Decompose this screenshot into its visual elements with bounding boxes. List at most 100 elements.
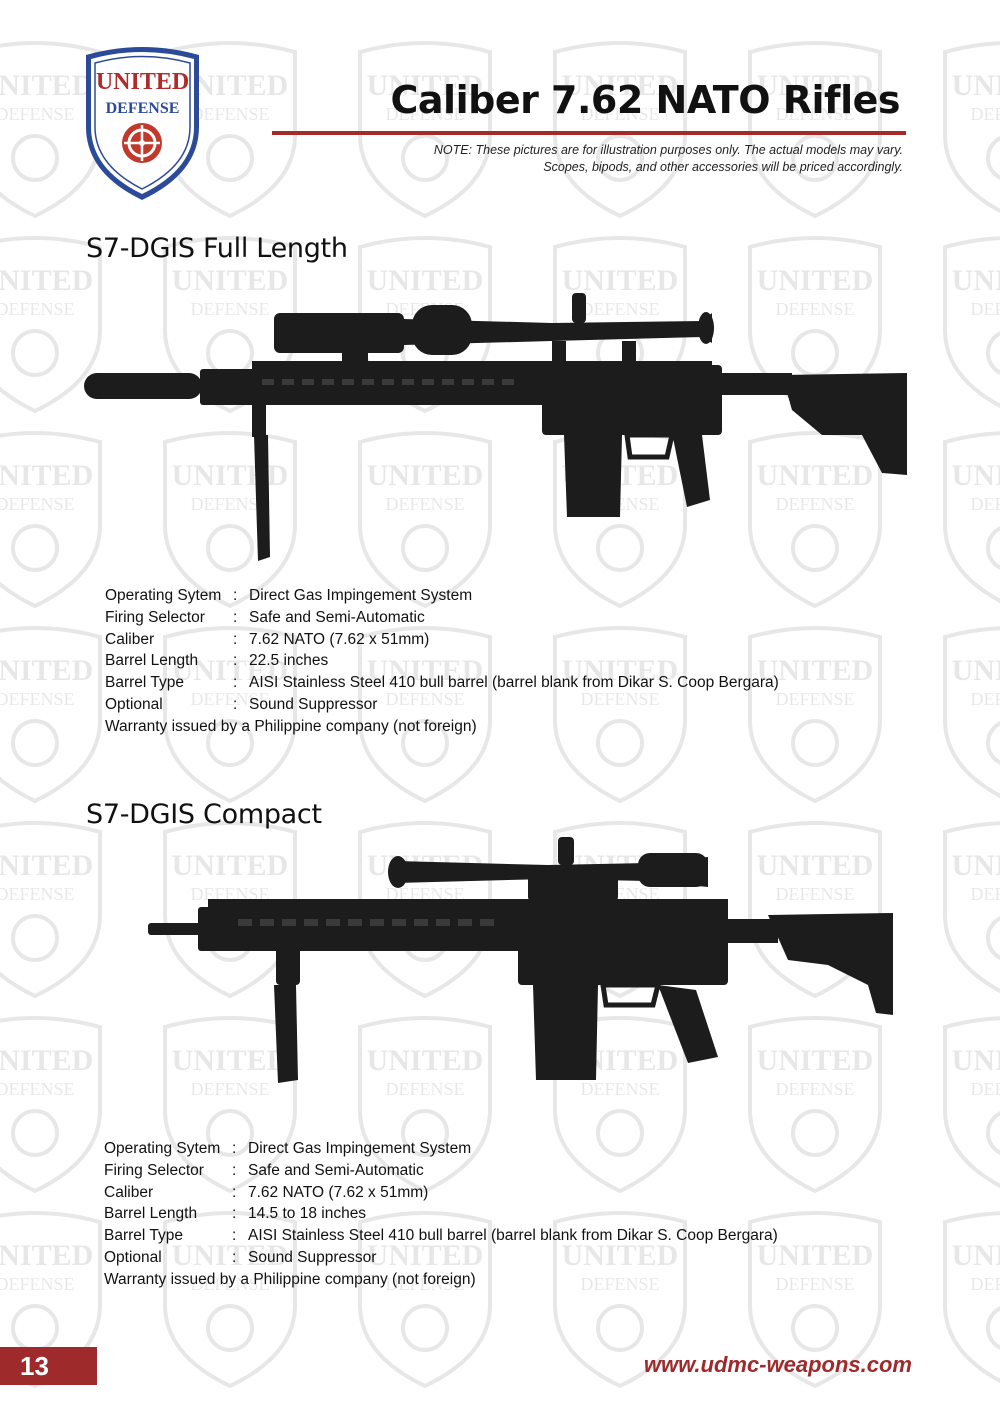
spec-value: Sound Suppressor [248, 1248, 377, 1266]
spec-label: Caliber [105, 630, 155, 648]
watermark-text-top: UNITED [0, 264, 93, 297]
watermark-text-bottom: DEFENSE [0, 1079, 75, 1099]
watermark-text-top: UNITED [0, 1239, 93, 1272]
spec-label: Optional [105, 695, 163, 713]
watermark-text-bottom: DEFENSE [970, 1274, 1000, 1294]
united-defense-logo: UNITED DEFENSE [86, 47, 199, 200]
spec-row: Barrel Length:22.5 inches [105, 650, 779, 672]
spec-separator: : [232, 1227, 237, 1245]
spec-separator: : [232, 1248, 237, 1266]
spec-separator: : [233, 674, 238, 692]
spec-separator: : [233, 630, 238, 648]
spec-value: AISI Stainless Steel 410 bull barrel (ba… [248, 1227, 778, 1245]
website-link[interactable]: www.udmc-weapons.com [643, 1352, 912, 1377]
spec-label: Firing Selector [104, 1161, 204, 1179]
spec-value: Direct Gas Impingement System [249, 587, 473, 604]
rifle-full-length-image [84, 293, 907, 561]
spec-separator: : [233, 652, 238, 670]
specs-compact: Operating Sytem:Direct Gas Impingement S… [104, 1138, 778, 1291]
page-title: Caliber 7.62 NATO Rifles [390, 78, 901, 122]
watermark-text-bottom: DEFENSE [970, 104, 1000, 124]
watermark-text-bottom: DEFENSE [0, 299, 75, 319]
spec-label: Operating Sytem [104, 1140, 221, 1157]
watermark-text-bottom: DEFENSE [970, 884, 1000, 904]
spec-row: Firing Selector: Safe and Semi-Automatic [104, 1160, 778, 1182]
watermark-text-top: UNITED [0, 849, 93, 882]
spec-value: 7.62 NATO (7.62 x 51mm) [249, 630, 430, 648]
watermark-text-bottom: DEFENSE [0, 494, 75, 514]
watermark-text-bottom: DEFENSE [0, 104, 75, 124]
watermark-text-bottom: DEFENSE [0, 1274, 75, 1294]
spec-row: Firing Selector:Safe and Semi-Automatic [105, 607, 779, 629]
watermark-text-bottom: DEFENSE [775, 689, 854, 709]
watermark-text-bottom: DEFENSE [970, 1079, 1000, 1099]
spec-separator: : [232, 1161, 237, 1179]
spec-label: Caliber [104, 1183, 154, 1201]
note-line-1: NOTE: These pictures are for illustratio… [433, 143, 903, 157]
spec-label: Operating Sytem [105, 587, 222, 604]
watermark-text-top: UNITED [952, 69, 1000, 102]
spec-separator: : [232, 1205, 237, 1223]
spec-separator: : [232, 1183, 237, 1201]
watermark-text-top: UNITED [952, 1239, 1000, 1272]
specs-full-length: Operating Sytem: Direct Gas Impingement S… [105, 585, 779, 738]
watermark-text-top: UNITED [0, 459, 93, 492]
watermark-text-top: UNITED [0, 1044, 93, 1077]
spec-value: AISI Stainless Steel 410 bull barrel (ba… [249, 674, 779, 692]
watermark-text-bottom: DEFENSE [775, 1274, 854, 1294]
svg-text:DEFENSE: DEFENSE [106, 100, 180, 117]
note-line-2: Scopes, bipods, and other accessories wi… [543, 160, 903, 174]
spec-row: Operating Sytem: Direct Gas Impingement S… [105, 585, 779, 607]
title-underline [272, 131, 906, 135]
spec-row: Caliber:7.62 NATO (7.62 x 51mm) [105, 629, 779, 651]
spec-label: Optional [104, 1248, 162, 1266]
spec-label: Barrel Length [105, 652, 199, 670]
spec-row: Optional: Sound Suppressor [104, 1247, 778, 1269]
spec-value: 22.5 inches [249, 652, 329, 670]
spec-row: Caliber:7.62 NATO (7.62 x 51mm) [104, 1182, 778, 1204]
spec-separator: : [233, 695, 238, 713]
spec-value: Safe and Semi-Automatic [248, 1161, 424, 1179]
spec-row: Operating Sytem:Direct Gas Impingement S… [104, 1138, 778, 1160]
watermark-text-top: UNITED [952, 654, 1000, 687]
watermark-text-bottom: DEFENSE [970, 689, 1000, 709]
spec-row: Optional: Sound Suppressor [105, 694, 779, 716]
product-title-compact: S7-DGIS Compact [86, 799, 322, 830]
spec-value: Safe and Semi-Automatic [249, 608, 425, 626]
svg-text:UNITED: UNITED [96, 69, 189, 95]
watermark-text-top: UNITED [0, 654, 93, 687]
watermark-text-top: UNITED [952, 849, 1000, 882]
product-title-full-length: S7-DGIS Full Length [86, 233, 348, 264]
warranty-text: Warranty issued by a Philippine company … [105, 717, 477, 735]
watermark-text-top: UNITED [952, 459, 1000, 492]
spec-row: Barrel Type: AISI Stainless Steel 410 bul… [104, 1225, 778, 1247]
rifle-compact-image [148, 837, 893, 1083]
spec-separator: : [233, 608, 238, 626]
spec-label: Barrel Length [104, 1205, 198, 1223]
spec-separator: : [232, 1140, 237, 1157]
watermark-text-top: UNITED [952, 1044, 1000, 1077]
watermark-text-bottom: DEFENSE [970, 494, 1000, 514]
warranty-text: Warranty issued by a Philippine company … [104, 1270, 476, 1288]
spec-label: Barrel Type [104, 1227, 183, 1245]
spec-value: 7.62 NATO (7.62 x 51mm) [248, 1183, 429, 1201]
watermark-text-top: UNITED [952, 264, 1000, 297]
watermark-text-bottom: DEFENSE [0, 884, 75, 904]
spec-row: Barrel Type: AISI Stainless Steel 410 bul… [105, 672, 779, 694]
spec-value: Sound Suppressor [249, 695, 378, 713]
page-number-text: 13 [20, 1350, 49, 1381]
spec-label: Barrel Type [105, 674, 184, 692]
spec-separator: : [233, 587, 238, 604]
